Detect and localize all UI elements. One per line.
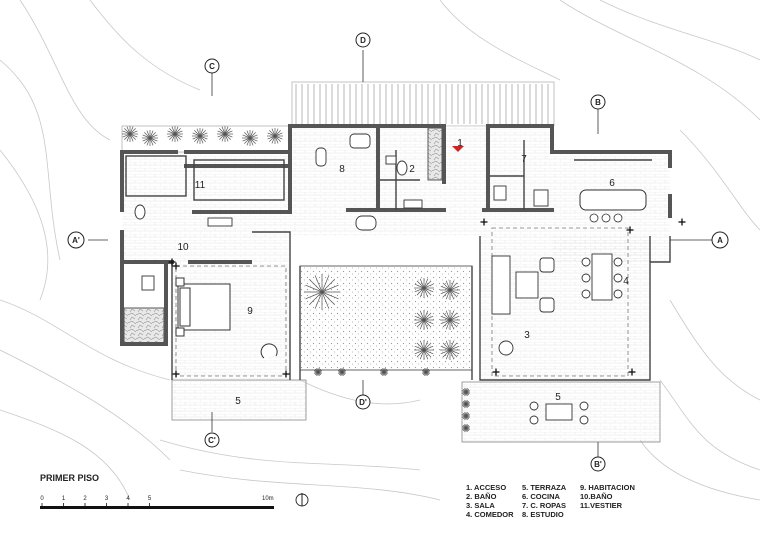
bathroom-fixtures bbox=[134, 147, 423, 291]
room-label-1: 1 bbox=[457, 138, 463, 149]
scale-tick-label: 4 bbox=[126, 496, 130, 502]
plant-icon bbox=[422, 368, 430, 376]
section-marker-D: D bbox=[355, 32, 371, 48]
plant-icon bbox=[142, 130, 158, 146]
legend-item: 8. ESTUDIO bbox=[522, 510, 564, 519]
plant-icon bbox=[462, 424, 470, 432]
terrace-furniture bbox=[529, 401, 589, 425]
section-marker-C: C bbox=[204, 58, 220, 74]
scale-bar: 0 1 2 3 4 5 10m bbox=[40, 496, 274, 509]
legend-item: 1. ACCESO bbox=[466, 483, 506, 492]
room-label-11: 11 bbox=[195, 180, 206, 191]
scale-tick-label: 0 bbox=[40, 496, 44, 502]
north-icon bbox=[295, 493, 309, 507]
legend-item: 10.BAÑO bbox=[580, 492, 613, 501]
column-marks bbox=[168, 218, 686, 378]
legend-item: 9. HABITACION bbox=[580, 483, 635, 492]
plant-icon bbox=[122, 126, 138, 142]
thin-walls bbox=[125, 140, 671, 381]
section-label-A-prime: A' bbox=[72, 236, 80, 245]
study-furniture bbox=[349, 133, 549, 231]
section-label-C-prime: C' bbox=[208, 436, 216, 445]
room-label-5-east: 5 bbox=[555, 392, 561, 403]
section-marker-D-prime: D' bbox=[355, 394, 371, 410]
plant-icon bbox=[462, 388, 470, 396]
room-label-6: 6 bbox=[609, 178, 615, 189]
legend-item: 11.VESTIER bbox=[580, 501, 623, 510]
section-marker-B: B bbox=[590, 94, 606, 110]
pergola bbox=[291, 81, 555, 127]
kitchen-stools bbox=[589, 213, 623, 223]
plant-icon bbox=[267, 128, 283, 144]
plant-icon bbox=[440, 280, 460, 300]
contour-lines bbox=[0, 0, 760, 501]
scale-tick-label: 1 bbox=[62, 496, 66, 502]
plants bbox=[122, 126, 470, 432]
section-label-C: C bbox=[209, 62, 215, 71]
plant-icon bbox=[242, 130, 258, 146]
scale-tick-label: 2 bbox=[83, 496, 87, 502]
plant-icon bbox=[440, 310, 460, 330]
scale-end-label: 10m bbox=[262, 496, 274, 502]
room-label-7: 7 bbox=[521, 154, 527, 165]
kitchen-island bbox=[579, 189, 647, 211]
legend-item: 7. C. ROPAS bbox=[522, 501, 566, 510]
bed bbox=[175, 277, 278, 359]
legend-item: 5. TERRAZA bbox=[522, 483, 567, 492]
plant-icon bbox=[192, 128, 208, 144]
planter-entry bbox=[427, 127, 443, 181]
plant-icon bbox=[338, 368, 346, 376]
plant-icon bbox=[314, 368, 322, 376]
section-label-A: A bbox=[717, 236, 723, 245]
legend-item: 6. COCINA bbox=[522, 492, 561, 501]
planter-bath bbox=[123, 307, 165, 345]
room-label-10: 10 bbox=[177, 242, 189, 253]
section-label-B: B bbox=[595, 98, 601, 107]
section-lines bbox=[88, 50, 712, 458]
room-label-2: 2 bbox=[409, 164, 415, 175]
plant-icon bbox=[462, 400, 470, 408]
room-label-8: 8 bbox=[339, 164, 345, 175]
plant-icon bbox=[380, 368, 388, 376]
living-furniture bbox=[491, 253, 623, 356]
plant-icon bbox=[462, 412, 470, 420]
room-label-5-west: 5 bbox=[235, 396, 241, 407]
plant-icon bbox=[414, 278, 434, 298]
section-marker-A-west: A' bbox=[67, 231, 85, 249]
plant-icon bbox=[304, 274, 340, 310]
terrace-west bbox=[171, 379, 307, 421]
plant-icon bbox=[167, 126, 183, 142]
legend-item: 2. BAÑO bbox=[466, 492, 497, 501]
section-label-D-prime: D' bbox=[359, 398, 367, 407]
walls bbox=[120, 124, 672, 346]
room-label-9: 9 bbox=[247, 306, 253, 317]
plant-icon bbox=[217, 126, 233, 142]
plant-icon bbox=[440, 340, 460, 360]
section-label-B-prime: B' bbox=[594, 460, 602, 469]
terrace-east bbox=[461, 381, 661, 443]
room-label-3: 3 bbox=[524, 330, 530, 341]
section-marker-A-east: A bbox=[711, 231, 729, 249]
room-label-4: 4 bbox=[623, 276, 629, 287]
drawing-title: PRIMER PISO bbox=[40, 473, 99, 483]
legend-item: 3. SALA bbox=[466, 501, 495, 510]
scale-tick-label: 5 bbox=[148, 496, 152, 502]
access-arrow bbox=[452, 146, 464, 152]
section-label-D: D bbox=[360, 36, 366, 45]
section-marker-B-prime: B' bbox=[590, 456, 606, 472]
section-marker-C-prime: C' bbox=[204, 432, 220, 448]
bedroom-outline bbox=[175, 265, 287, 377]
plant-icon bbox=[414, 340, 434, 360]
plant-icon bbox=[414, 310, 434, 330]
scale-tick-label: 3 bbox=[105, 496, 109, 502]
legend-item: 4. COMEDOR bbox=[466, 510, 514, 519]
